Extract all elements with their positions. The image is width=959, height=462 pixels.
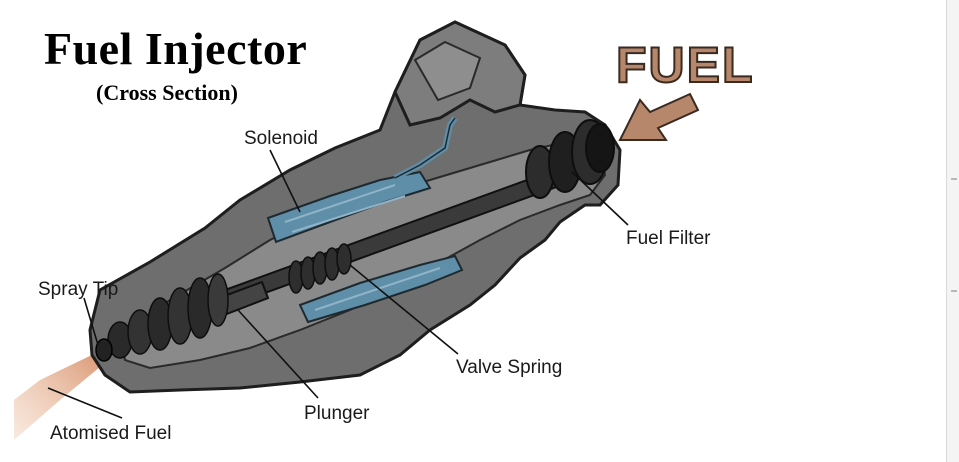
- diagram-subtitle: (Cross Section): [96, 80, 238, 105]
- label-valve-spring: Valve Spring: [456, 357, 563, 378]
- spray-tip: [95, 338, 113, 362]
- label-atomised-fuel: Atomised Fuel: [50, 423, 172, 444]
- nozzle-assembly: [107, 273, 229, 359]
- valve-spring: [288, 243, 352, 294]
- fuel-spray: [14, 352, 106, 440]
- solenoid-coil-lower: [298, 254, 464, 324]
- diagram-title: Fuel Injector: [44, 23, 308, 74]
- leader-lines: [47, 149, 629, 419]
- label-spray-tip: Spray Tip: [38, 279, 119, 300]
- fuel-inlet-arrow: [618, 92, 700, 141]
- label-solenoid: Solenoid: [244, 128, 318, 149]
- window-edge: [946, 0, 959, 462]
- label-fuel-filter: Fuel Filter: [626, 228, 711, 249]
- fuel-filter: [525, 119, 615, 199]
- solenoid-coil-upper: [266, 170, 432, 244]
- label-plunger: Plunger: [304, 403, 370, 424]
- fuel-inlet-label: FUEL: [615, 36, 755, 94]
